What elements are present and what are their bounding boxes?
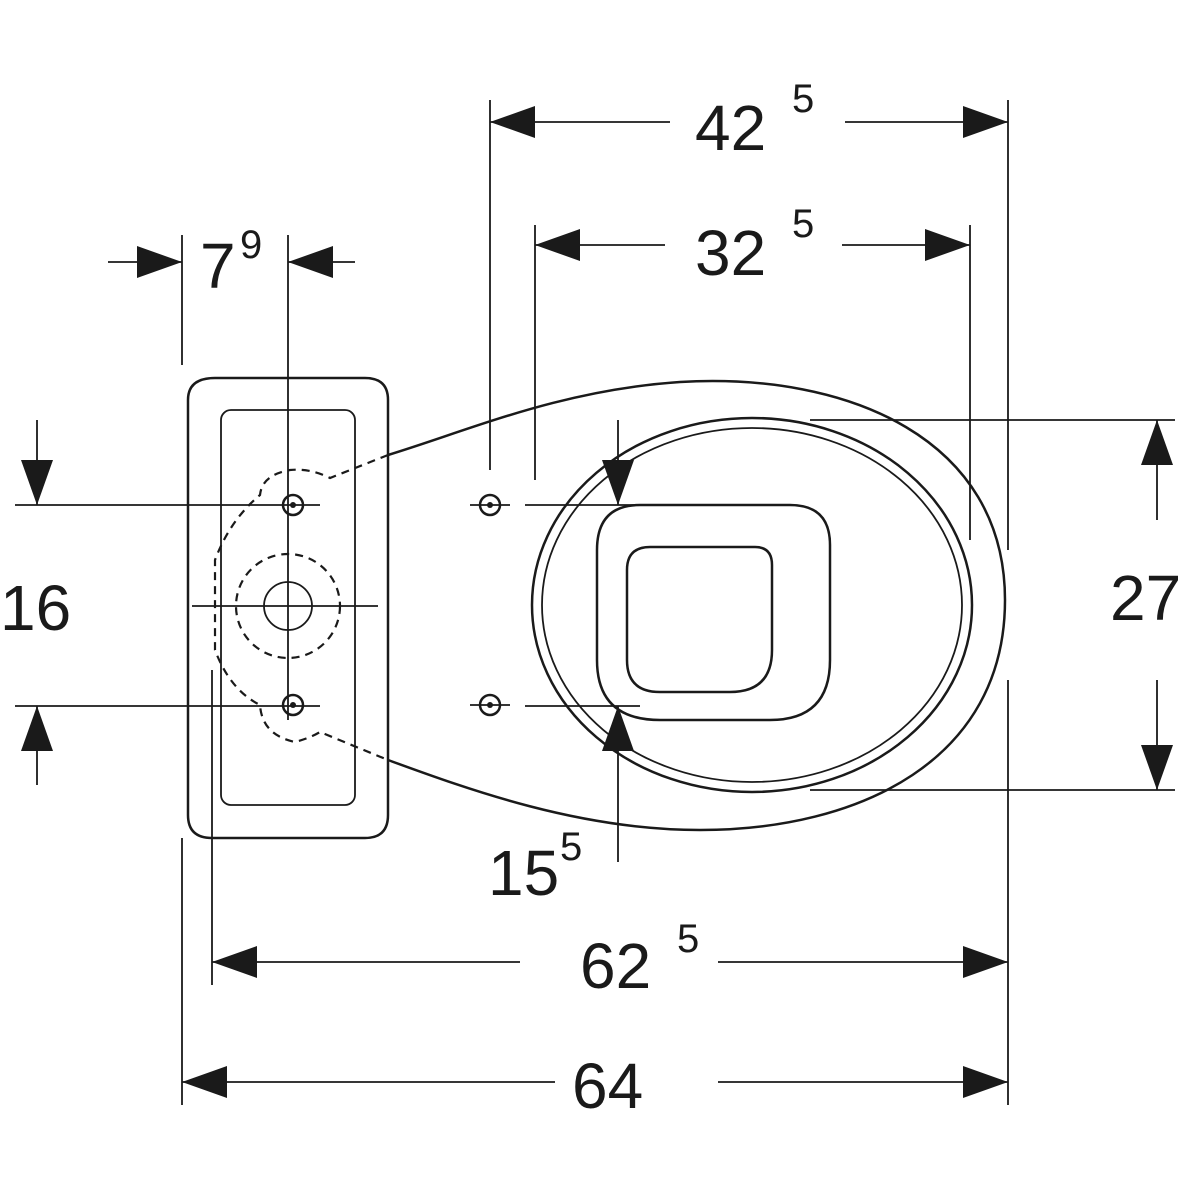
dimension-15-5: 15 5 [488,420,640,909]
dim-label: 16 [0,572,71,644]
dim-label: 64 [572,1050,643,1122]
dim-label: 15 [488,837,559,909]
dimension-32-5: 32 5 [534,202,971,540]
cistern [186,376,390,840]
seat [530,416,974,794]
dimension-62-5: 62 5 [211,670,1008,1002]
dim-sup: 5 [560,825,582,869]
dimension-7-9: 7 9 [108,223,355,720]
dim-label: 62 [580,930,651,1002]
dimension-16: 16 [0,420,320,785]
dim-label: 7 [200,230,236,302]
dim-label: 32 [695,217,766,289]
dim-label: 27 [1110,562,1181,634]
dimension-64: 64 [181,680,1009,1122]
dimension-42-5: 42 5 [489,77,1009,550]
hidden-lines [192,453,389,762]
mounting-holes [281,493,510,717]
dim-sup: 9 [240,223,262,267]
dim-sup: 5 [677,917,699,961]
dim-label: 42 [695,92,766,164]
dim-sup: 5 [792,77,814,121]
dim-sup: 5 [792,202,814,246]
dimension-27: 27 [810,419,1181,791]
bowl-outline [387,379,1007,832]
